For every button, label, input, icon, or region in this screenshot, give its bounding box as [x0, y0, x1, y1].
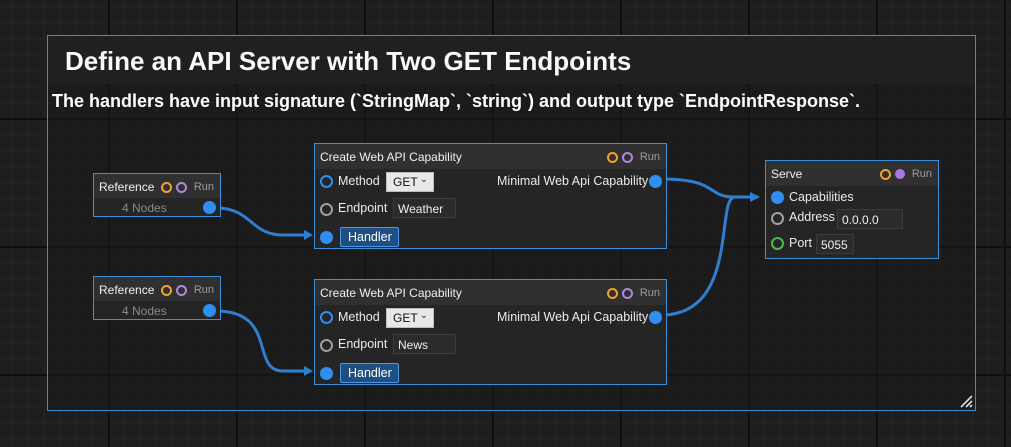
- group-title: Define an API Server with Two GET Endpoi…: [48, 36, 975, 84]
- create-web-api-capability-node-1[interactable]: Create Web API Capability Run Method GET…: [314, 143, 667, 249]
- status-orange-icon: [606, 151, 618, 163]
- handler-port-icon[interactable]: [320, 367, 333, 380]
- address-port-icon[interactable]: [771, 212, 784, 225]
- endpoint-label: Endpoint: [338, 337, 388, 351]
- status-orange-icon: [879, 168, 891, 180]
- node-title: Serve: [771, 167, 803, 181]
- port-port-icon[interactable]: [771, 237, 784, 250]
- output-label: Minimal Web Api Capability: [497, 174, 649, 188]
- status-purple-icon: [175, 284, 187, 296]
- chevron-down-icon: ⌄: [419, 174, 428, 185]
- output-label: 4 Nodes: [122, 201, 167, 215]
- method-label: Method: [338, 310, 380, 324]
- endpoint-port-icon[interactable]: [320, 203, 333, 216]
- method-value: GET: [393, 175, 418, 189]
- capabilities-label: Capabilities: [789, 190, 854, 204]
- output-port-icon[interactable]: [203, 201, 216, 214]
- method-select[interactable]: GET ⌄: [386, 308, 434, 328]
- method-value: GET: [393, 311, 418, 325]
- method-port-icon[interactable]: [320, 175, 333, 188]
- create-web-api-capability-node-2[interactable]: Create Web API Capability Run Method GET…: [314, 279, 667, 385]
- resize-grip-icon[interactable]: [959, 394, 973, 408]
- endpoint-input[interactable]: News: [393, 334, 456, 354]
- node-title: Reference: [99, 180, 155, 194]
- run-button[interactable]: Run: [639, 287, 660, 299]
- run-button[interactable]: Run: [639, 151, 660, 163]
- output-port-icon[interactable]: [203, 304, 216, 317]
- run-button[interactable]: Run: [193, 181, 214, 193]
- run-button[interactable]: Run: [193, 284, 214, 296]
- status-orange-icon: [160, 284, 172, 296]
- output-port-icon[interactable]: [649, 311, 662, 324]
- reference-node-2[interactable]: Reference Run 4 Nodes: [93, 276, 221, 320]
- address-label: Address: [789, 210, 835, 224]
- output-port-icon[interactable]: [649, 175, 662, 188]
- serve-node[interactable]: Serve Run Capabilities Address 0.0.0.0 P…: [765, 160, 939, 259]
- endpoint-port-icon[interactable]: [320, 339, 333, 352]
- reference-node-1[interactable]: Reference Run 4 Nodes: [93, 173, 221, 217]
- capabilities-port-icon[interactable]: [771, 191, 784, 204]
- status-purple-icon: [621, 287, 633, 299]
- endpoint-input[interactable]: Weather: [393, 198, 456, 218]
- method-port-icon[interactable]: [320, 311, 333, 324]
- status-orange-icon: [160, 181, 172, 193]
- output-label: Minimal Web Api Capability: [497, 310, 649, 324]
- node-title: Create Web API Capability: [320, 150, 462, 164]
- handler-port-icon[interactable]: [320, 231, 333, 244]
- method-label: Method: [338, 174, 380, 188]
- chevron-down-icon: ⌄: [419, 310, 428, 321]
- port-input[interactable]: 5055: [816, 234, 854, 254]
- run-button[interactable]: Run: [911, 168, 932, 180]
- group-description: The handlers have input signature (`Stri…: [52, 91, 860, 111]
- status-purple-icon: [175, 181, 187, 193]
- port-label: Port: [789, 236, 812, 250]
- address-input[interactable]: 0.0.0.0: [837, 209, 903, 229]
- node-title: Create Web API Capability: [320, 286, 462, 300]
- method-select[interactable]: GET ⌄: [386, 172, 434, 192]
- output-label: 4 Nodes: [122, 304, 167, 318]
- status-orange-icon: [606, 287, 618, 299]
- node-title: Reference: [99, 283, 155, 297]
- status-purple-icon: [894, 169, 905, 179]
- status-purple-icon: [621, 151, 633, 163]
- handler-button[interactable]: Handler: [340, 227, 399, 247]
- handler-button[interactable]: Handler: [340, 363, 399, 383]
- endpoint-label: Endpoint: [338, 201, 388, 215]
